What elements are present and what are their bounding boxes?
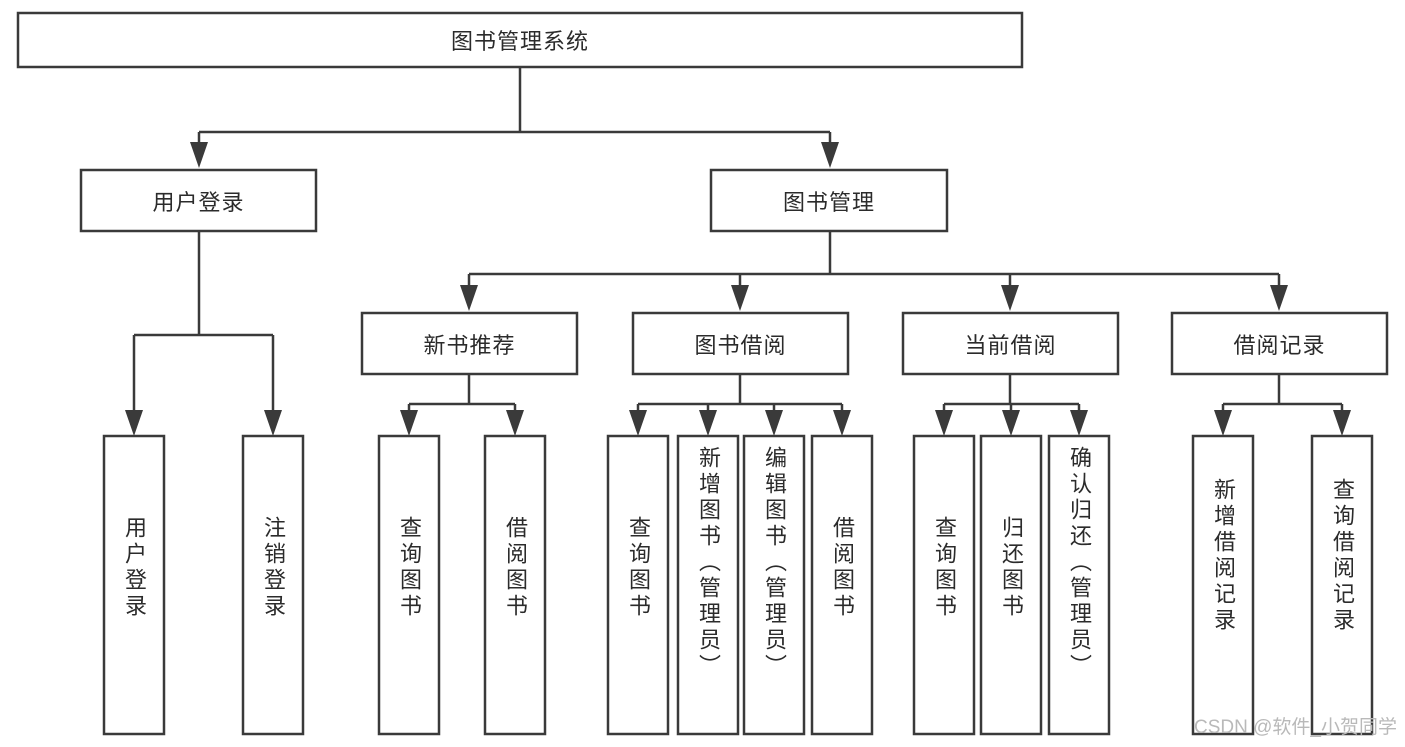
connectors-book-borrow-to-leaves bbox=[629, 374, 851, 436]
node-box-leaf-query-borrow-record[interactable] bbox=[1310, 434, 1374, 736]
node-box-leaf-return-book[interactable] bbox=[979, 434, 1043, 736]
node-box-leaf-query-book-rec[interactable] bbox=[377, 434, 441, 736]
node-box-leaf-borrow-book-rec[interactable] bbox=[483, 434, 547, 736]
arrow-to-leaf-add-borrow-record bbox=[1214, 410, 1232, 436]
arrow-to-leaf-query-book-rec bbox=[400, 410, 418, 436]
node-box-leaf-query-book-borrow[interactable] bbox=[606, 434, 670, 736]
node-box-root[interactable] bbox=[16, 11, 1024, 69]
node-box-user-login[interactable] bbox=[79, 168, 318, 233]
arrow-to-user-login bbox=[190, 142, 208, 168]
connectors-new-book-recommend-to-leaves bbox=[400, 374, 524, 436]
arrow-to-leaf-query-book-current bbox=[935, 410, 953, 436]
connectors-book-manage-to-level3 bbox=[460, 231, 1288, 311]
arrow-to-borrow-record bbox=[1270, 285, 1288, 311]
arrow-to-new-book-recommend bbox=[460, 285, 478, 311]
node-box-leaf-query-book-current[interactable] bbox=[912, 434, 976, 736]
node-box-book-manage[interactable] bbox=[709, 168, 949, 233]
connectors-user-login-to-leaves bbox=[125, 231, 282, 436]
node-box-book-borrow[interactable] bbox=[631, 311, 850, 376]
arrow-to-leaf-user-logout bbox=[264, 410, 282, 436]
arrow-to-leaf-query-book-borrow bbox=[629, 410, 647, 436]
arrow-to-book-manage bbox=[821, 142, 839, 168]
arrow-to-leaf-add-book-admin bbox=[699, 410, 717, 436]
arrow-to-current-borrow bbox=[1001, 285, 1019, 311]
arrow-to-leaf-borrow-book-rec bbox=[506, 410, 524, 436]
node-box-leaf-add-book-admin[interactable] bbox=[676, 434, 740, 736]
arrow-to-leaf-confirm-return-admin bbox=[1070, 410, 1088, 436]
node-box-new-book-recommend[interactable] bbox=[360, 311, 579, 376]
node-box-borrow-record[interactable] bbox=[1170, 311, 1389, 376]
arrow-to-leaf-return-book bbox=[1002, 410, 1020, 436]
arrow-to-book-borrow bbox=[731, 285, 749, 311]
node-box-leaf-borrow-book[interactable] bbox=[810, 434, 874, 736]
connectors-root-to-level2 bbox=[190, 67, 839, 168]
node-box-leaf-add-borrow-record[interactable] bbox=[1191, 434, 1255, 736]
arrow-to-leaf-borrow-book bbox=[833, 410, 851, 436]
node-box-leaf-user-logout[interactable] bbox=[241, 434, 305, 736]
connectors-current-borrow-to-leaves bbox=[935, 374, 1088, 436]
arrow-to-leaf-edit-book-admin bbox=[765, 410, 783, 436]
node-box-current-borrow[interactable] bbox=[901, 311, 1120, 376]
node-box-leaf-user-login[interactable] bbox=[102, 434, 166, 736]
node-box-leaf-edit-book-admin[interactable] bbox=[742, 434, 806, 736]
connectors-borrow-record-to-leaves bbox=[1214, 374, 1351, 436]
arrow-to-leaf-user-login bbox=[125, 410, 143, 436]
arrow-to-leaf-query-borrow-record bbox=[1333, 410, 1351, 436]
node-box-leaf-confirm-return-admin[interactable] bbox=[1047, 434, 1111, 736]
